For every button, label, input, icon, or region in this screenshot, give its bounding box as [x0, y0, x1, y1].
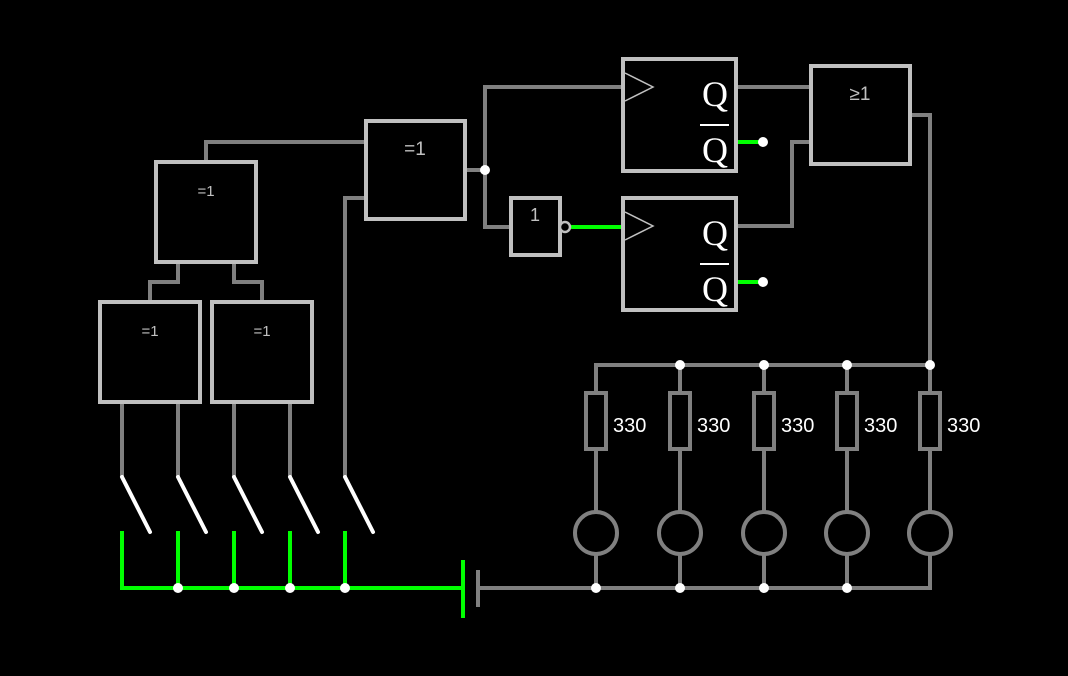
wire-sw5 — [343, 196, 368, 477]
or-gate-label: ≥1 — [850, 84, 871, 105]
lamp-1[interactable] — [573, 510, 619, 556]
switch-4[interactable] — [288, 475, 320, 534]
not-gate[interactable]: 1 — [509, 196, 572, 257]
junction-node — [759, 583, 769, 593]
xor-gate-top[interactable]: =1 — [364, 119, 467, 221]
wire-xor-right-out — [232, 260, 264, 304]
lamp-3[interactable] — [741, 510, 787, 556]
junction-node — [591, 583, 601, 593]
junction-node — [285, 583, 295, 593]
wire-or-out — [909, 113, 932, 367]
lamp-5[interactable] — [907, 510, 953, 556]
lamp-4[interactable] — [824, 510, 870, 556]
switches — [120, 475, 375, 534]
junction-node — [675, 360, 685, 370]
junction-node — [480, 165, 490, 175]
flipflop-top[interactable]: Q Q — [621, 57, 738, 173]
flipflop-bottom[interactable]: Q Q — [621, 196, 738, 312]
wire-to-not — [483, 168, 513, 229]
wire-ff-bottom-q — [735, 140, 813, 228]
wire-return-bus — [476, 552, 932, 590]
resistor-4-label: 330 — [864, 415, 897, 437]
wires — [120, 85, 932, 607]
resistor-1[interactable] — [584, 391, 608, 451]
flipflop-bottom-clock-icon — [624, 211, 655, 241]
lamp-2[interactable] — [657, 510, 703, 556]
not-gate-label: 1 — [530, 205, 540, 225]
or-gate[interactable]: ≥1 — [809, 64, 912, 166]
switch-3[interactable] — [232, 475, 264, 534]
switch-1[interactable] — [120, 475, 152, 534]
junction-node — [340, 583, 350, 593]
flipflop-top-clock-icon — [624, 72, 655, 102]
resistor-5-label: 330 — [947, 415, 980, 437]
resistor-4[interactable] — [835, 391, 859, 451]
resistor-5[interactable] — [918, 391, 942, 451]
junction-node — [842, 583, 852, 593]
junction-node — [925, 360, 935, 370]
junction-node — [758, 277, 768, 287]
xor-gate-mid-label: =1 — [197, 183, 214, 200]
xor-gate-left-label: =1 — [141, 323, 158, 340]
resistor-3[interactable] — [752, 391, 776, 451]
flipflop-top-q: Q — [702, 74, 728, 114]
wire-xor-mid-out — [204, 140, 368, 164]
xor-gate-right[interactable]: =1 — [210, 300, 314, 404]
flipflop-bottom-q: Q — [702, 213, 728, 253]
resistor-2[interactable] — [668, 391, 692, 451]
xor-gate-right-label: =1 — [253, 323, 270, 340]
junction-node — [842, 360, 852, 370]
resistor-3-label: 330 — [781, 415, 814, 437]
xor-gate-top-label: =1 — [404, 139, 426, 160]
resistor-2-label: 330 — [697, 415, 730, 437]
junction-node — [173, 583, 183, 593]
xor-gate-left[interactable]: =1 — [98, 300, 202, 404]
lamps — [573, 510, 953, 556]
flipflop-bottom-qbar: Q — [702, 269, 728, 309]
switch-5[interactable] — [343, 475, 375, 534]
junction-node — [758, 137, 768, 147]
wire-ground-bus — [120, 531, 465, 590]
flipflop-top-qbar: Q — [702, 130, 728, 170]
resistors: 330 330 330 330 330 — [584, 391, 980, 451]
wire-xor-left-out — [148, 260, 180, 304]
wire-clock-top — [483, 85, 625, 172]
switch-2[interactable] — [176, 475, 208, 534]
not-gate-bubble — [558, 220, 572, 234]
resistor-1-label: 330 — [613, 415, 646, 437]
xor-gate-mid[interactable]: =1 — [154, 160, 258, 264]
junction-node — [675, 583, 685, 593]
junction-node — [229, 583, 239, 593]
wire-resistor-bus — [594, 363, 932, 395]
junction-node — [759, 360, 769, 370]
junction-nodes — [173, 137, 935, 593]
